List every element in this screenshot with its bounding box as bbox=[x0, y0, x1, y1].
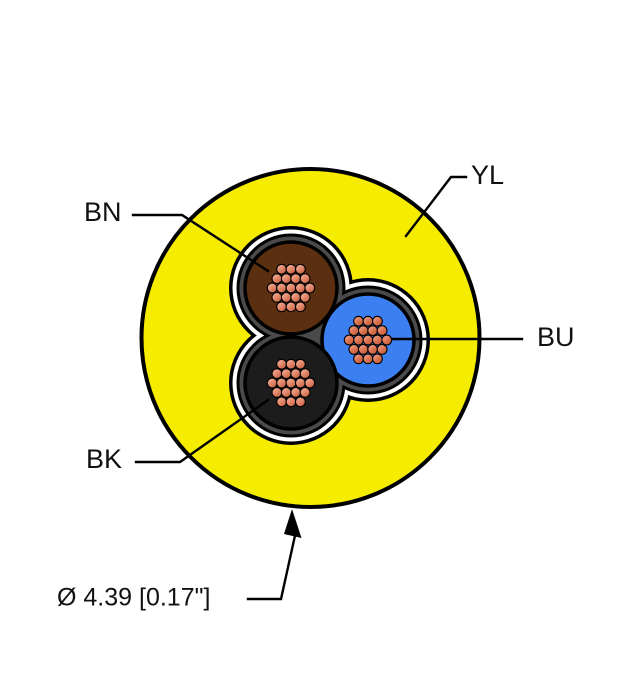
label-yl: YL bbox=[471, 160, 504, 190]
label-bn: BN bbox=[84, 197, 122, 227]
leader-line-bn bbox=[131, 213, 270, 273]
conductor-bn bbox=[243, 240, 339, 336]
conductor-bk bbox=[243, 335, 339, 431]
label-bk: BK bbox=[86, 444, 122, 474]
dimension-leader bbox=[246, 509, 302, 601]
leader-line-bk bbox=[134, 398, 270, 464]
dimension-label: Ø 4.39 [0.17"] bbox=[57, 584, 210, 612]
label-bu: BU bbox=[537, 322, 575, 352]
leader-line-yl bbox=[404, 175, 468, 238]
dimension-arrowhead bbox=[284, 509, 302, 538]
